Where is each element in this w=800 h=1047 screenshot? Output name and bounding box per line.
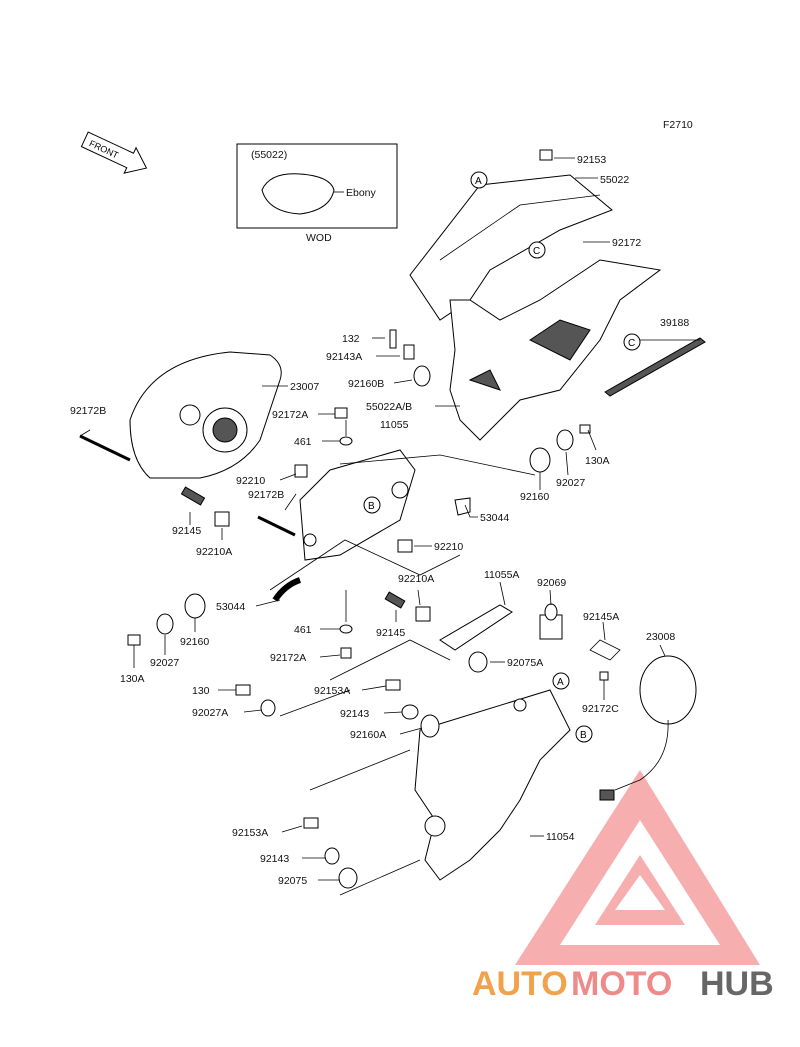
part-label: 92153A	[232, 827, 268, 839]
part-label: 461	[294, 624, 312, 636]
part-label: 92075A	[507, 657, 543, 669]
headlight-bracket-part	[299, 449, 416, 561]
callout-a-top: A	[470, 171, 488, 189]
part-label: 11055A	[484, 569, 519, 581]
part-label: 92160	[520, 491, 549, 503]
part-label: 55022A/B	[366, 401, 412, 413]
headlight-assembly-part	[129, 351, 282, 479]
part-label: 92210A	[398, 573, 434, 585]
inset-footer-label: WOD	[306, 232, 332, 244]
part-label: 53044	[216, 601, 245, 613]
position-lamp-part	[599, 655, 697, 801]
lower-stay-part	[414, 689, 571, 881]
watermark-text: AUTO MOTO HUB	[472, 965, 774, 1003]
part-label: 92172B	[70, 405, 106, 417]
mount-plate-part	[439, 604, 513, 651]
part-label: 92172A	[270, 652, 306, 664]
front-arrow-icon: FRONT	[80, 131, 148, 174]
part-label: 11055	[380, 419, 409, 431]
part-label: 92143	[340, 708, 369, 720]
callout-b-top: B	[363, 496, 381, 514]
part-label: 92145	[376, 627, 405, 639]
svg-text:MOTO: MOTO	[571, 965, 672, 1003]
figure-code: F2710	[663, 119, 693, 131]
upper-cowl-part	[409, 174, 662, 441]
part-label: 23007	[290, 381, 319, 393]
part-label: 92027A	[192, 707, 228, 719]
callout-b-bottom: B	[575, 725, 593, 743]
part-label: 92145	[172, 525, 201, 537]
part-label: 92143A	[326, 351, 362, 363]
part-label: 130A	[585, 455, 610, 467]
part-label: 92069	[537, 577, 566, 589]
svg-text:A: A	[557, 677, 564, 688]
watermark-logo	[515, 770, 760, 965]
part-label: 92160	[180, 636, 209, 648]
inset-variant-label: Ebony	[346, 187, 377, 199]
part-label: 92172A	[272, 409, 308, 421]
decal-strip-part	[604, 337, 706, 397]
part-label: 92153	[577, 154, 606, 166]
svg-text:C: C	[628, 338, 635, 349]
part-label: 130	[192, 685, 210, 697]
part-label: 92210A	[196, 546, 232, 558]
part-label: 92160B	[348, 378, 384, 390]
part-label: 130A	[120, 673, 145, 685]
callout-a-bottom: A	[552, 672, 570, 690]
part-label: 92153A	[314, 685, 350, 697]
callout-c-right: C	[623, 333, 641, 351]
svg-text:AUTO: AUTO	[472, 965, 568, 1003]
part-label: 92143	[260, 853, 289, 865]
svg-text:A: A	[475, 176, 482, 187]
leader-lines	[79, 157, 700, 896]
part-label: 92027	[556, 477, 585, 489]
part-label: 53044	[480, 512, 509, 524]
part-label: 92172B	[248, 489, 284, 501]
part-number-labels: 92153 55022 92172 39188 132 92143A 92160…	[70, 154, 689, 887]
bulb-part	[539, 603, 563, 640]
part-label: 92172C	[582, 703, 619, 715]
callout-c-top: C	[528, 241, 546, 259]
part-label: 132	[342, 333, 360, 345]
part-label: 92172	[612, 237, 641, 249]
svg-text:HUB: HUB	[700, 965, 774, 1003]
part-label: 92210	[236, 475, 265, 487]
hardware-pieces	[79, 149, 621, 889]
svg-text:B: B	[580, 730, 587, 741]
inset-part-number: (55022)	[251, 149, 287, 161]
part-label: 23008	[646, 631, 675, 643]
svg-text:B: B	[368, 501, 375, 512]
part-label: 92210	[434, 541, 463, 553]
part-label: 92145A	[583, 611, 619, 623]
part-label: 461	[294, 436, 312, 448]
part-label: 92075	[278, 875, 307, 887]
part-label: 11054	[546, 831, 575, 843]
part-label: 39188	[660, 317, 689, 329]
part-label: 55022	[600, 174, 629, 186]
svg-text:C: C	[533, 246, 540, 257]
variant-inset: (55022) Ebony WOD	[236, 143, 398, 244]
part-label: 92027	[150, 657, 179, 669]
part-label: 92160A	[350, 729, 386, 741]
